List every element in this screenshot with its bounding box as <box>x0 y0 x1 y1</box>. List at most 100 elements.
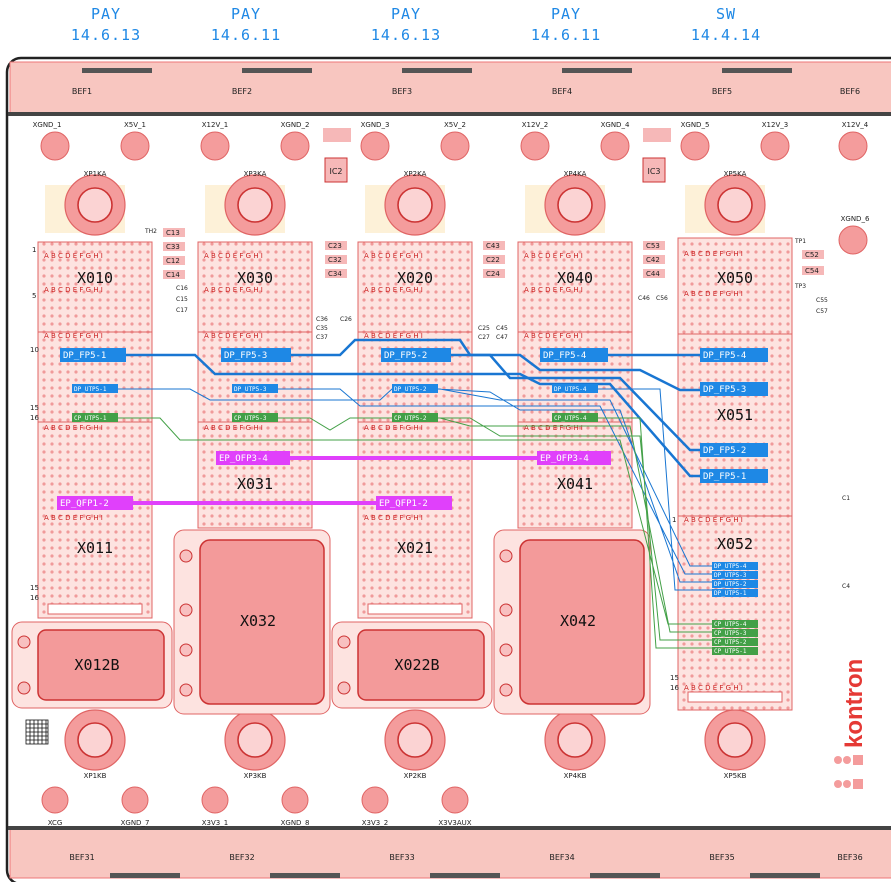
small-label: C55 <box>816 297 828 304</box>
tag-bg <box>700 348 768 362</box>
tag-cp-utp5-3: CP_UTP5-3 <box>234 415 267 422</box>
tag-bg <box>232 384 278 393</box>
cap-label: C22 <box>486 256 500 264</box>
col-header: A B C D E F G H I <box>684 250 743 258</box>
row-number: 15 <box>30 584 39 592</box>
small-label: C4 <box>842 583 850 590</box>
small-label: C27 <box>478 334 490 341</box>
tag-dp-utp5-4: DP_UTP5-4 <box>714 563 747 570</box>
trace-dp-fp5-2 <box>450 353 705 452</box>
col-header: A B C D E F G H I <box>204 332 263 340</box>
row-number: 15 <box>30 404 39 412</box>
small-label: C15 <box>176 296 188 303</box>
trace-dp-utp <box>118 388 712 591</box>
tag-bg <box>392 413 438 422</box>
cap-label: C34 <box>328 270 342 278</box>
cap-label: C24 <box>486 270 500 278</box>
tag-bg <box>232 413 278 422</box>
row-number: 10 <box>30 346 39 354</box>
slot-version: 14.4.14 <box>690 26 762 44</box>
connector-label: X032 <box>240 612 276 630</box>
connector-label: X012B <box>74 656 119 674</box>
col-header: A B C D E F G H I <box>524 286 583 294</box>
small-label: C46 <box>638 295 650 302</box>
slot-version: 14.6.11 <box>530 26 602 44</box>
tag-ep-ofp3-4: EP_OFP3-4 <box>219 454 268 464</box>
bef-top-label: BEF4 <box>552 87 572 96</box>
pin-label: XCG <box>48 819 63 827</box>
tag-dp-fp5-4: DP_FP5-4 <box>703 351 746 361</box>
cap-label: C12 <box>166 257 180 265</box>
tag-dp-utp5-1: DP_UTP5-1 <box>74 386 107 393</box>
row-number: 15 <box>670 674 679 682</box>
col-header: A B C D E F G H I <box>524 252 583 260</box>
connector-label: X052 <box>717 535 753 553</box>
tag-bg <box>392 384 438 393</box>
tag-dp-utp5-3: DP_UTP5-3 <box>714 572 747 579</box>
slot-type: PAY <box>390 5 422 23</box>
col-header: A B C D E F G H I <box>684 290 743 298</box>
col-header: A B C D E F G H I <box>44 514 103 522</box>
tag-cp-utp5-2: CP_UTP5-2 <box>394 415 427 422</box>
small-label: TP3 <box>794 283 806 290</box>
connector-label: X031 <box>237 475 273 493</box>
tag-bg <box>72 413 118 422</box>
tag-dp-utp5-1: DP_UTP5-1 <box>714 590 747 597</box>
pin-label: X3V3_2 <box>362 819 388 827</box>
slot-bars <box>47 603 783 703</box>
guide-label: XP2KA <box>404 170 427 178</box>
tag-ep-qfp1-2: EP_QFP1-2 <box>379 499 428 509</box>
col-header: A B C D E F G H I <box>684 684 743 692</box>
col-header: A B C D E F G H I <box>44 252 103 260</box>
pin-label: X3V3AUX <box>438 819 471 827</box>
tag-bg <box>60 348 126 362</box>
tag-dp-utp5-2: DP_UTP5-2 <box>394 386 427 393</box>
pin-label: X12V_3 <box>762 121 788 129</box>
connector-label: X011 <box>77 539 113 557</box>
bottom-power-pins <box>41 786 469 814</box>
tag-bg <box>712 638 758 646</box>
small-label: TP1 <box>794 238 806 245</box>
tag-bg <box>700 443 768 457</box>
pin-label: XGND_3 <box>361 121 390 129</box>
pin-label: X5V_2 <box>444 121 466 129</box>
trace-cp-utp <box>118 417 712 649</box>
small-label: TH2 <box>144 228 157 235</box>
cap-label: C52 <box>805 251 819 259</box>
guide-pins <box>45 174 766 771</box>
col-header: A B C D E F G H I <box>364 514 423 522</box>
row-number: 16 <box>30 414 39 422</box>
bef-top-label: BEF3 <box>392 87 412 96</box>
trace-dp-fp5-3 <box>290 338 705 392</box>
tag-bg <box>216 451 290 465</box>
connector-label: X030 <box>237 269 273 287</box>
capacitor-group: C13 C33 C12 C14 C23 C32 C34 C43 C22 C24 … <box>163 228 824 279</box>
row-number: 16 <box>670 684 679 692</box>
guide-label: XP4KA <box>564 170 587 178</box>
grid-marker <box>25 719 49 745</box>
col-header: A B C D E F G H I <box>364 332 423 340</box>
power-connectors <box>11 529 651 715</box>
pin-label: X5V_1 <box>124 121 146 129</box>
row-number: 1 <box>32 246 36 254</box>
col-header: A B C D E F G H I <box>524 332 583 340</box>
pin-label: XGND_2 <box>281 121 310 129</box>
connector-label: X051 <box>717 406 753 424</box>
connector-label: X010 <box>77 269 113 287</box>
bottom-rail <box>8 826 891 879</box>
pin-label: X12V_2 <box>522 121 548 129</box>
connector-label: X041 <box>557 475 593 493</box>
tag-cp-utp5-2: CP_UTP5-2 <box>714 639 747 646</box>
tag-cp-utp5-4: CP_UTP5-4 <box>554 415 587 422</box>
cap-label: C44 <box>646 270 660 278</box>
pin-label: XGND_8 <box>281 819 310 827</box>
tag-dp-fp5-2: DP_FP5-2 <box>703 446 746 456</box>
tag-dp-utp5-3: DP_UTP5-3 <box>234 386 267 393</box>
tag-bg <box>700 469 768 483</box>
small-label: C26 <box>340 316 352 323</box>
connector-label: X022B <box>394 656 439 674</box>
row-number: 1 <box>672 516 676 524</box>
pin-label: XGND_6 <box>841 215 870 223</box>
